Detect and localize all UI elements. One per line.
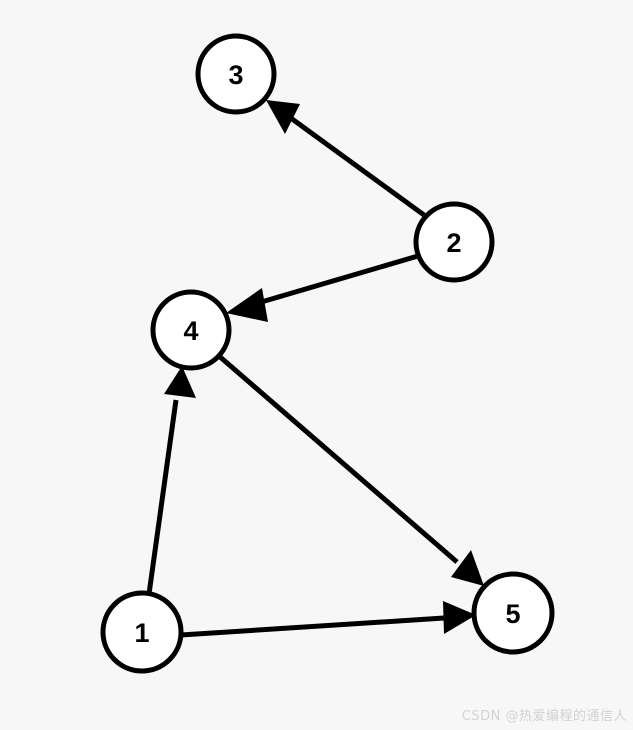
- node-3-circle: [195, 33, 277, 115]
- node-3-label: 3: [228, 60, 243, 90]
- node-3[interactable]: 3: [195, 33, 277, 115]
- edge-1-to-4[interactable]: [146, 366, 196, 595]
- node-2[interactable]: 2: [413, 201, 495, 283]
- edge-1-to-4-line: [146, 399, 179, 595]
- node-1-label: 1: [134, 618, 149, 648]
- edge-2-to-4-line: [257, 253, 419, 306]
- edge-1-to-5[interactable]: [180, 601, 476, 638]
- node-2-circle: [413, 201, 495, 283]
- edge-2-to-3-line: [286, 113, 426, 218]
- node-5-circle: [471, 571, 555, 655]
- node-5-label: 5: [505, 599, 520, 629]
- edge-4-to-5-arrowhead: [451, 550, 484, 586]
- edge-2-to-4[interactable]: [226, 253, 419, 322]
- node-4-circle: [150, 289, 232, 371]
- node-4[interactable]: 4: [150, 289, 232, 371]
- edge-2-to-4-arrowhead: [226, 288, 268, 322]
- edge-group: [146, 100, 484, 638]
- node-1-circle: [100, 590, 184, 674]
- edge-4-to-5-line: [217, 354, 459, 564]
- edge-1-to-5-arrowhead: [443, 601, 476, 634]
- edge-1-to-5-line: [180, 615, 445, 638]
- edge-2-to-3-arrowhead: [266, 100, 300, 134]
- edge-1-to-4-arrowhead: [164, 366, 196, 398]
- edge-4-to-5[interactable]: [217, 354, 484, 586]
- node-group: 3 2 4 1 5: [100, 33, 555, 674]
- node-4-label: 4: [183, 316, 198, 346]
- node-2-label: 2: [446, 228, 461, 258]
- node-1[interactable]: 1: [100, 590, 184, 674]
- node-5[interactable]: 5: [471, 571, 555, 655]
- watermark-text: CSDN @热爱编程的通信人: [461, 709, 627, 724]
- edge-2-to-3[interactable]: [266, 100, 426, 218]
